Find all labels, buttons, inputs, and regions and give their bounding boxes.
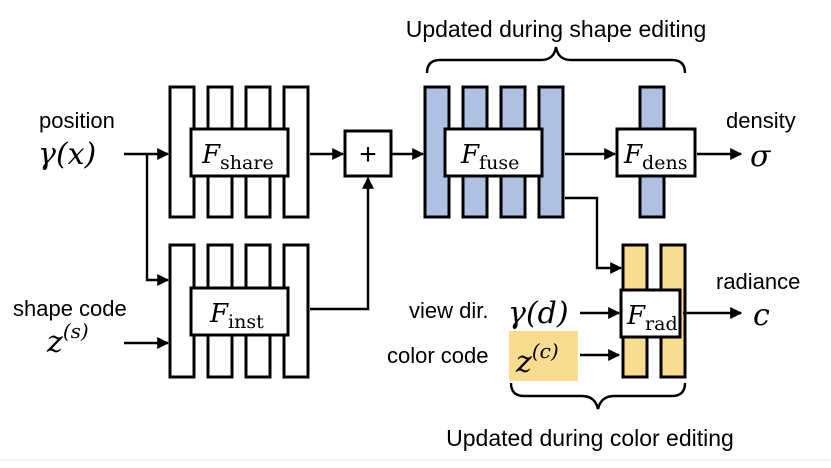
f-rad-box xyxy=(619,288,682,339)
radiance-symbol: c xyxy=(753,298,770,333)
radiance-label: radiance xyxy=(716,269,800,294)
shape-editing-brace xyxy=(425,46,687,74)
f-dens-box xyxy=(615,127,697,178)
shape-code-symbol: z(s) xyxy=(46,319,89,360)
f-inst-label: Finst xyxy=(209,299,264,333)
color-code-label: color code xyxy=(387,343,489,368)
add-symbol: + xyxy=(359,138,377,171)
add-node xyxy=(343,129,393,178)
color-code-highlight xyxy=(509,331,578,381)
f-fuse-box xyxy=(443,127,544,178)
color-editing-caption: Updated during color editing xyxy=(446,425,734,451)
density-label: density xyxy=(726,108,796,133)
shape-editing-caption: Updated during shape editing xyxy=(406,16,707,42)
f-fuse-label: Ffuse xyxy=(460,140,519,174)
color-editing-brace xyxy=(509,382,687,410)
position-to-inst-arrow xyxy=(145,154,170,286)
view-dir-label: view dir. xyxy=(409,298,488,323)
f-share-label: Fshare xyxy=(201,140,274,174)
view-dir-encoding-label: γ(d) xyxy=(508,296,569,331)
shape-code-label: shape code xyxy=(13,296,127,321)
f-inst-box xyxy=(189,286,290,337)
position-label: position xyxy=(39,108,115,133)
f-inst-layers xyxy=(168,243,310,379)
color-code-symbol: z(c) xyxy=(515,339,559,380)
fuse-to-rad-arrow xyxy=(565,196,623,274)
f-rad-label: Frad xyxy=(626,301,678,335)
f-dens-label: Fdens xyxy=(623,140,687,174)
position-encoding-label: γ(x) xyxy=(38,137,96,172)
inst-to-add-arrow xyxy=(310,176,374,311)
f-share-box xyxy=(189,127,290,178)
density-symbol: σ xyxy=(750,139,772,174)
